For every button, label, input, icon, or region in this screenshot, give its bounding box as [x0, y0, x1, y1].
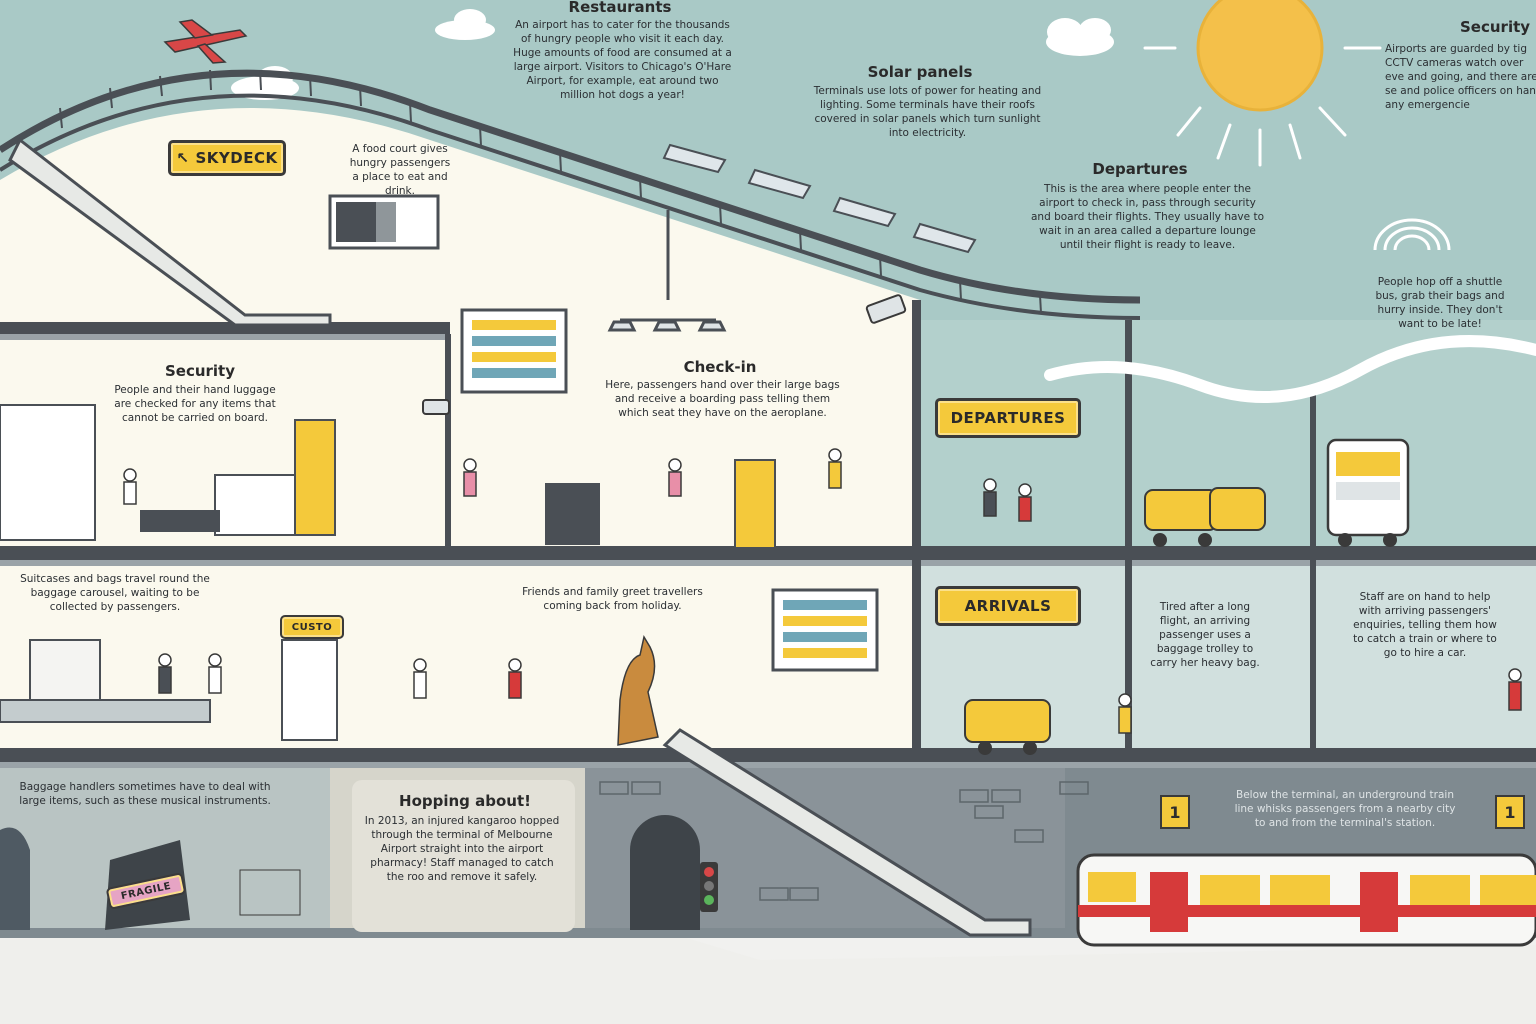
food-court-text: A food court gives hungry passengers a p…	[349, 143, 451, 197]
departure-board-icon	[460, 308, 879, 672]
taxi-icon	[964, 487, 1266, 755]
train-text: Below the terminal, an underground train…	[1234, 789, 1456, 829]
carousel-text: Suitcases and bags travel round the bagg…	[20, 573, 210, 613]
restaurants-heading: Restaurants	[568, 0, 672, 16]
solar-panels-heading: Solar panels	[867, 63, 973, 81]
traffic-light-icon	[700, 862, 718, 912]
security-top-heading: Security	[1460, 18, 1531, 36]
shuttle-text: People hop off a shuttle bus, grab their…	[1375, 276, 1505, 330]
solar-panels-text: Terminals use lots of power for heating …	[813, 85, 1042, 139]
checkin-heading: Check-in	[683, 358, 757, 376]
restaurants-text: An airport has to cater for the thousand…	[513, 19, 732, 101]
platform-sign-right: 1	[1495, 795, 1525, 829]
solar-panel-icon	[662, 143, 977, 254]
escalator-icon	[8, 137, 1032, 937]
departures-sign: DEPARTURES	[935, 398, 1081, 438]
floor-slabs	[0, 322, 1536, 762]
hopping-text: In 2013, an injured kangaroo hopped thro…	[364, 815, 560, 883]
shuttle-bus-icon	[1326, 438, 1410, 547]
departures-text: This is the area where people enter the …	[1031, 183, 1264, 251]
security-text: People and their hand luggage are checke…	[114, 384, 276, 424]
customs-sign: CUSTO	[280, 615, 344, 639]
staff-text: Staff are on hand to help with arriving …	[1353, 591, 1497, 659]
skydeck-sign: ↖SKYDECK	[168, 140, 286, 176]
kangaroo-icon	[617, 635, 659, 746]
platform-sign-left: 1	[1160, 795, 1190, 829]
departures-heading: Departures	[1092, 160, 1188, 178]
greet-text: Friends and family greet travellers comi…	[522, 586, 703, 612]
train-icon	[1076, 853, 1536, 947]
sun-icon	[1143, 0, 1382, 167]
security-heading: Security	[164, 362, 236, 380]
security-top-text: Airports are guarded by tig CCTV cameras…	[1385, 43, 1536, 111]
tired-text: Tired after a long flight, an arriving p…	[1150, 601, 1260, 669]
handlers-text: Baggage handlers sometimes have to deal …	[19, 781, 271, 807]
arrow-up-left-icon: ↖	[176, 149, 190, 167]
cctv-camera-icon	[422, 294, 907, 415]
checkin-text: Here, passengers hand over their large b…	[605, 379, 840, 419]
airplane-icon	[163, 19, 248, 64]
hopping-heading: Hopping about!	[399, 792, 531, 810]
arrivals-sign: ARRIVALS	[935, 586, 1081, 626]
